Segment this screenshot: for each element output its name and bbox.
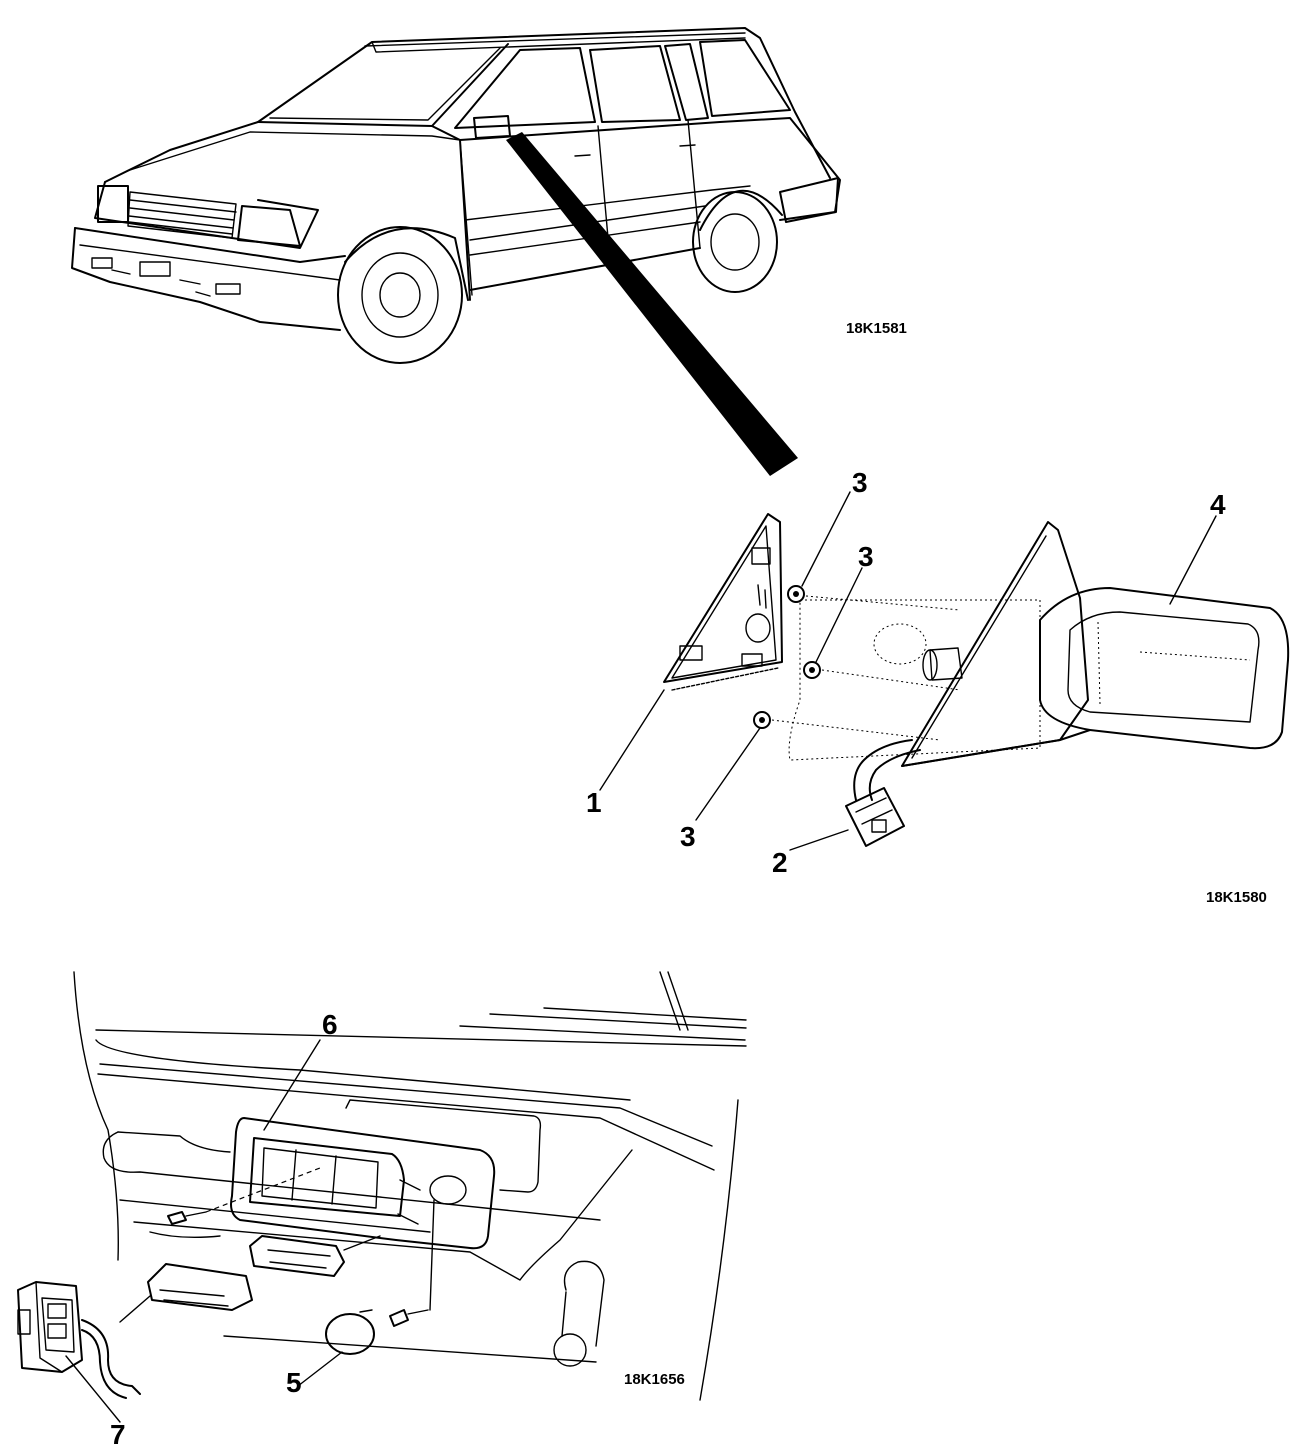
nut-2 (803, 661, 821, 679)
nut-3 (753, 711, 771, 729)
ref-code-car: 18K1581 (846, 320, 907, 337)
car-illustration (71, 27, 841, 364)
grille (127, 191, 237, 239)
mirror-stud (922, 647, 963, 681)
ref-code-mirror: 18K1580 (1206, 889, 1267, 906)
mirror-control-switch (17, 1281, 141, 1399)
nut-1 (787, 585, 805, 603)
callout-1: 1 (586, 787, 602, 818)
wiring-connector (845, 787, 905, 847)
screw-2 (389, 1199, 435, 1327)
mounting-bracket (663, 513, 783, 691)
callout-5: 5 (286, 1367, 302, 1398)
callout-3-top: 3 (852, 467, 868, 498)
callout-6: 6 (322, 1009, 338, 1040)
bulb-cover (325, 1309, 375, 1355)
switch-bezel (230, 1117, 496, 1250)
ref-code-door: 18K1656 (624, 1371, 685, 1388)
callout-3-middle: 3 (858, 541, 874, 572)
callout-4: 4 (1210, 489, 1226, 520)
door-trim-view (73, 971, 747, 1401)
car-door-mirror (473, 115, 511, 139)
screw-1 (167, 1167, 321, 1225)
callout-7: 7 (110, 1419, 126, 1450)
callout-2: 2 (772, 847, 788, 878)
mirror-exploded-view (663, 513, 1290, 847)
zoom-pointer (506, 132, 798, 476)
mirror-housing (1039, 587, 1290, 750)
leader-lines-door (65, 1039, 343, 1423)
callout-3-bottom: 3 (680, 821, 696, 852)
window-winder (553, 1260, 605, 1367)
switch-connector (119, 1263, 253, 1323)
bezel-connector (249, 1235, 381, 1277)
leader-lines-mirror (599, 491, 1217, 851)
